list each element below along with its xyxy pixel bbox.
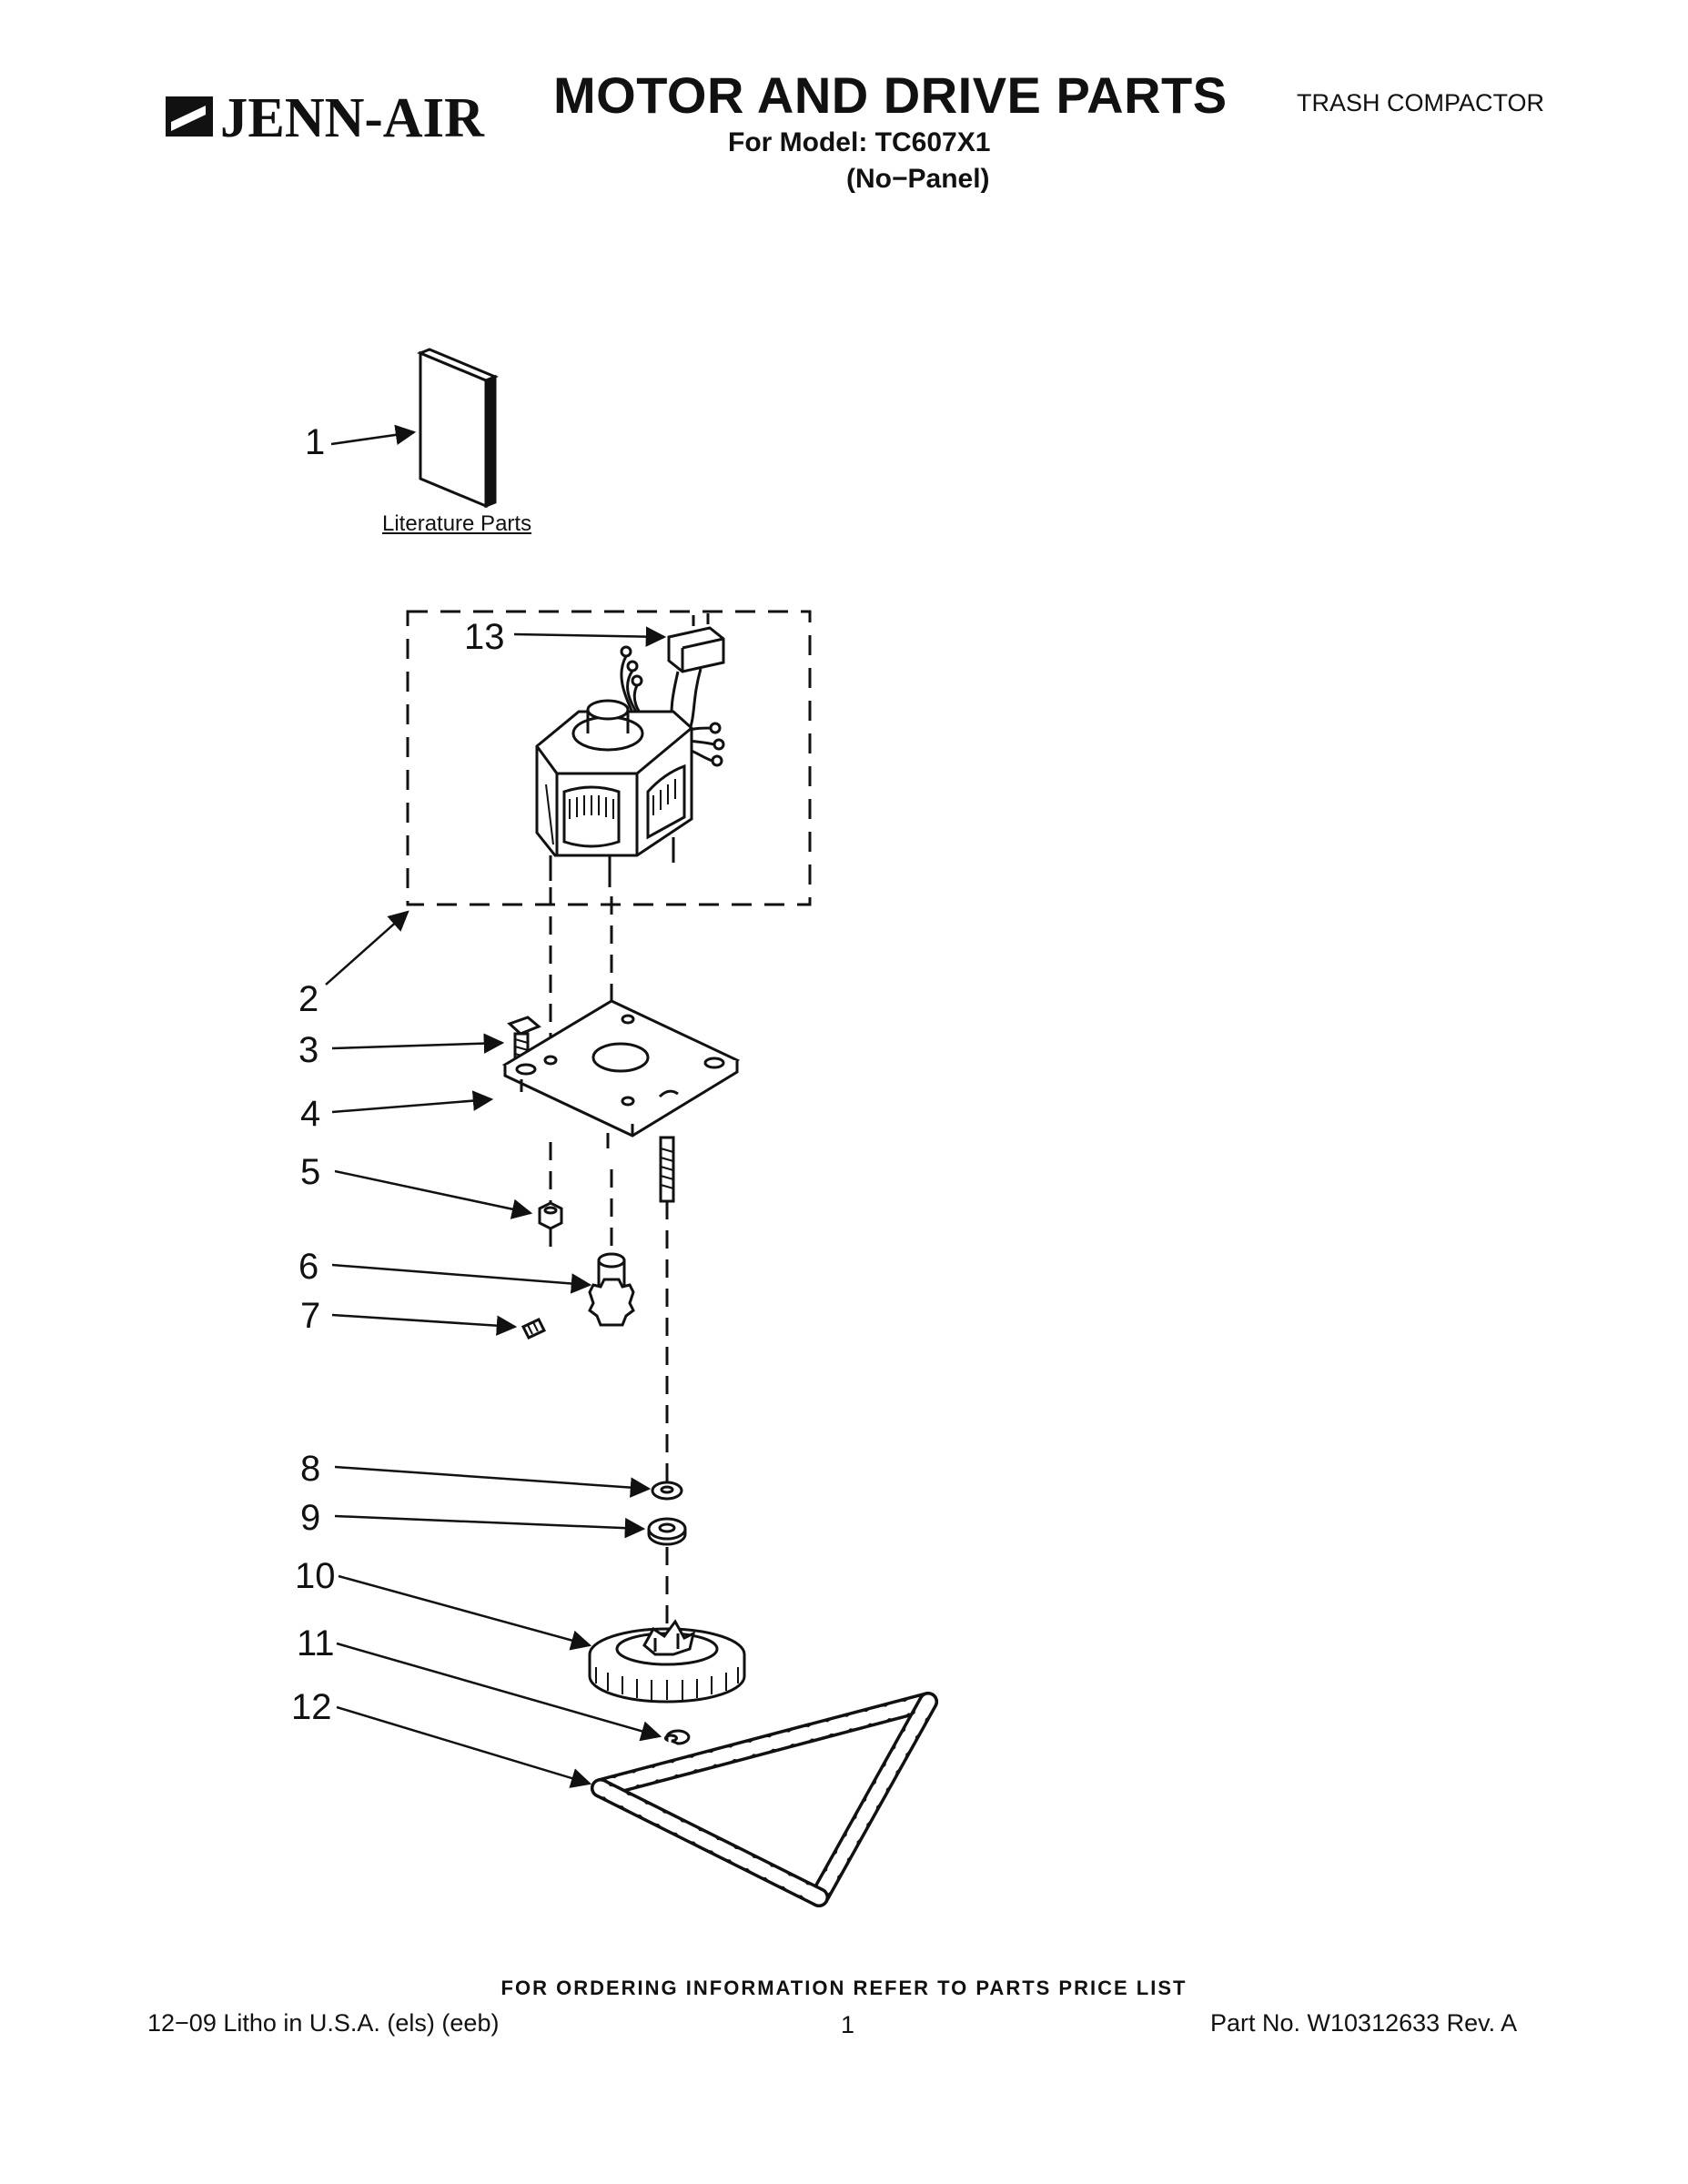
pinion-gear xyxy=(588,1252,635,1327)
ordering-note: FOR ORDERING INFORMATION REFER TO PARTS … xyxy=(500,1977,1188,1999)
motor-switch xyxy=(667,613,725,673)
drive-chain xyxy=(591,1692,938,1907)
part-number: Part No. W10312633 Rev. A xyxy=(1210,2009,1518,2037)
variant-line: (No−Panel) xyxy=(846,164,990,194)
page-title: MOTOR AND DRIVE PARTS xyxy=(553,66,1228,124)
callout-13: 13 xyxy=(464,617,505,657)
callout-7: 7 xyxy=(300,1296,321,1336)
callout-2: 2 xyxy=(298,979,319,1019)
product-category: TRASH COMPACTOR xyxy=(1297,89,1545,116)
set-screw xyxy=(521,1318,547,1340)
hex-nut xyxy=(538,1201,563,1230)
jenn-air-logo: JENN-AIR xyxy=(166,87,485,149)
callout-12: 12 xyxy=(291,1687,332,1727)
thrust-washer xyxy=(647,1517,687,1546)
drive-stud xyxy=(659,1136,675,1203)
callout-8: 8 xyxy=(300,1449,321,1489)
literature-booklet xyxy=(417,348,499,509)
litho-info: 12−09 Litho in U.S.A. (els) (eeb) xyxy=(147,2009,500,2037)
motor xyxy=(535,699,693,887)
callout-3: 3 xyxy=(298,1030,319,1070)
callout-11: 11 xyxy=(297,1623,335,1663)
sprocket xyxy=(588,1619,746,1704)
callout-5: 5 xyxy=(300,1152,321,1192)
callout-9: 9 xyxy=(300,1498,321,1538)
model-line: For Model: TC607X1 xyxy=(728,127,991,157)
callout-1: 1 xyxy=(305,422,326,462)
retaining-clip xyxy=(664,1729,691,1745)
callout-4: 4 xyxy=(300,1094,321,1134)
callout-6: 6 xyxy=(298,1247,319,1287)
mounting-plate xyxy=(501,999,741,1148)
logo-mark-icon xyxy=(166,96,213,136)
logo-wordmark: JENN-AIR xyxy=(220,87,485,149)
leader-arrows xyxy=(325,424,667,1788)
callout-10: 10 xyxy=(295,1556,336,1596)
literature-parts-label: Literature Parts xyxy=(382,511,532,536)
small-washer xyxy=(651,1481,683,1501)
motor-assembly-outline xyxy=(406,610,812,906)
page-number: 1 xyxy=(841,2011,855,2038)
